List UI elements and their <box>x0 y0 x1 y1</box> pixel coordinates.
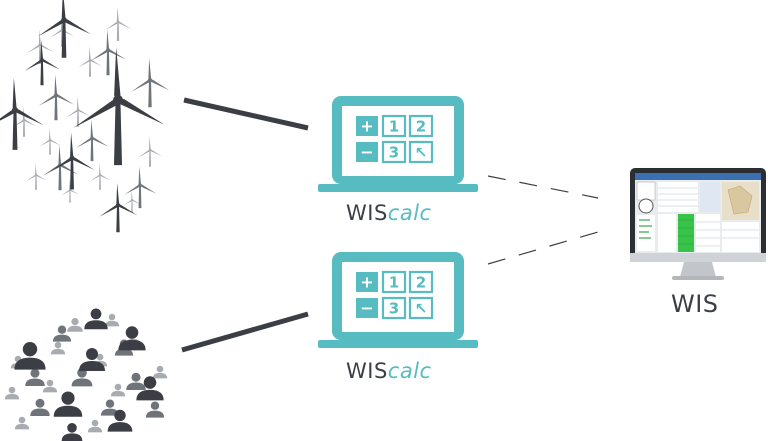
arrow-key: ↖ <box>415 144 428 162</box>
wis-screen-contents <box>635 173 761 252</box>
calculator-laptop-bottom: + 1 2 − 3 ↖ <box>318 252 478 348</box>
calculator-laptop-top: + 1 2 − 3 ↖ <box>318 96 478 192</box>
minus-key: − <box>360 143 373 162</box>
people-cluster <box>4 308 168 441</box>
connector-lines <box>181 97 599 353</box>
one-key: 1 <box>389 274 399 292</box>
two-key: 2 <box>416 118 426 136</box>
calculator-keypad: + 1 2 − 3 ↖ <box>356 270 434 320</box>
calculator-keypad: + 1 2 − 3 ↖ <box>356 114 434 164</box>
connector-calc2-to-wis <box>487 231 599 265</box>
wis-monitor <box>630 168 766 280</box>
connector-people-to-calc <box>181 311 309 353</box>
minus-key: − <box>360 299 373 318</box>
plus-key: + <box>360 117 373 136</box>
connector-calc1-to-wis <box>487 175 599 199</box>
connector-turbines-to-calc <box>183 97 309 131</box>
wis-label: WIS <box>671 290 719 318</box>
wiscalc-label-bottom: WIScalc <box>346 359 432 383</box>
wind-turbines-cluster <box>0 0 170 233</box>
wiscalc-label-top: WIScalc <box>346 201 432 225</box>
plus-key: + <box>360 273 373 292</box>
three-key: 3 <box>389 300 399 318</box>
two-key: 2 <box>416 274 426 292</box>
one-key: 1 <box>389 118 399 136</box>
three-key: 3 <box>389 144 399 162</box>
arrow-key: ↖ <box>415 300 428 318</box>
